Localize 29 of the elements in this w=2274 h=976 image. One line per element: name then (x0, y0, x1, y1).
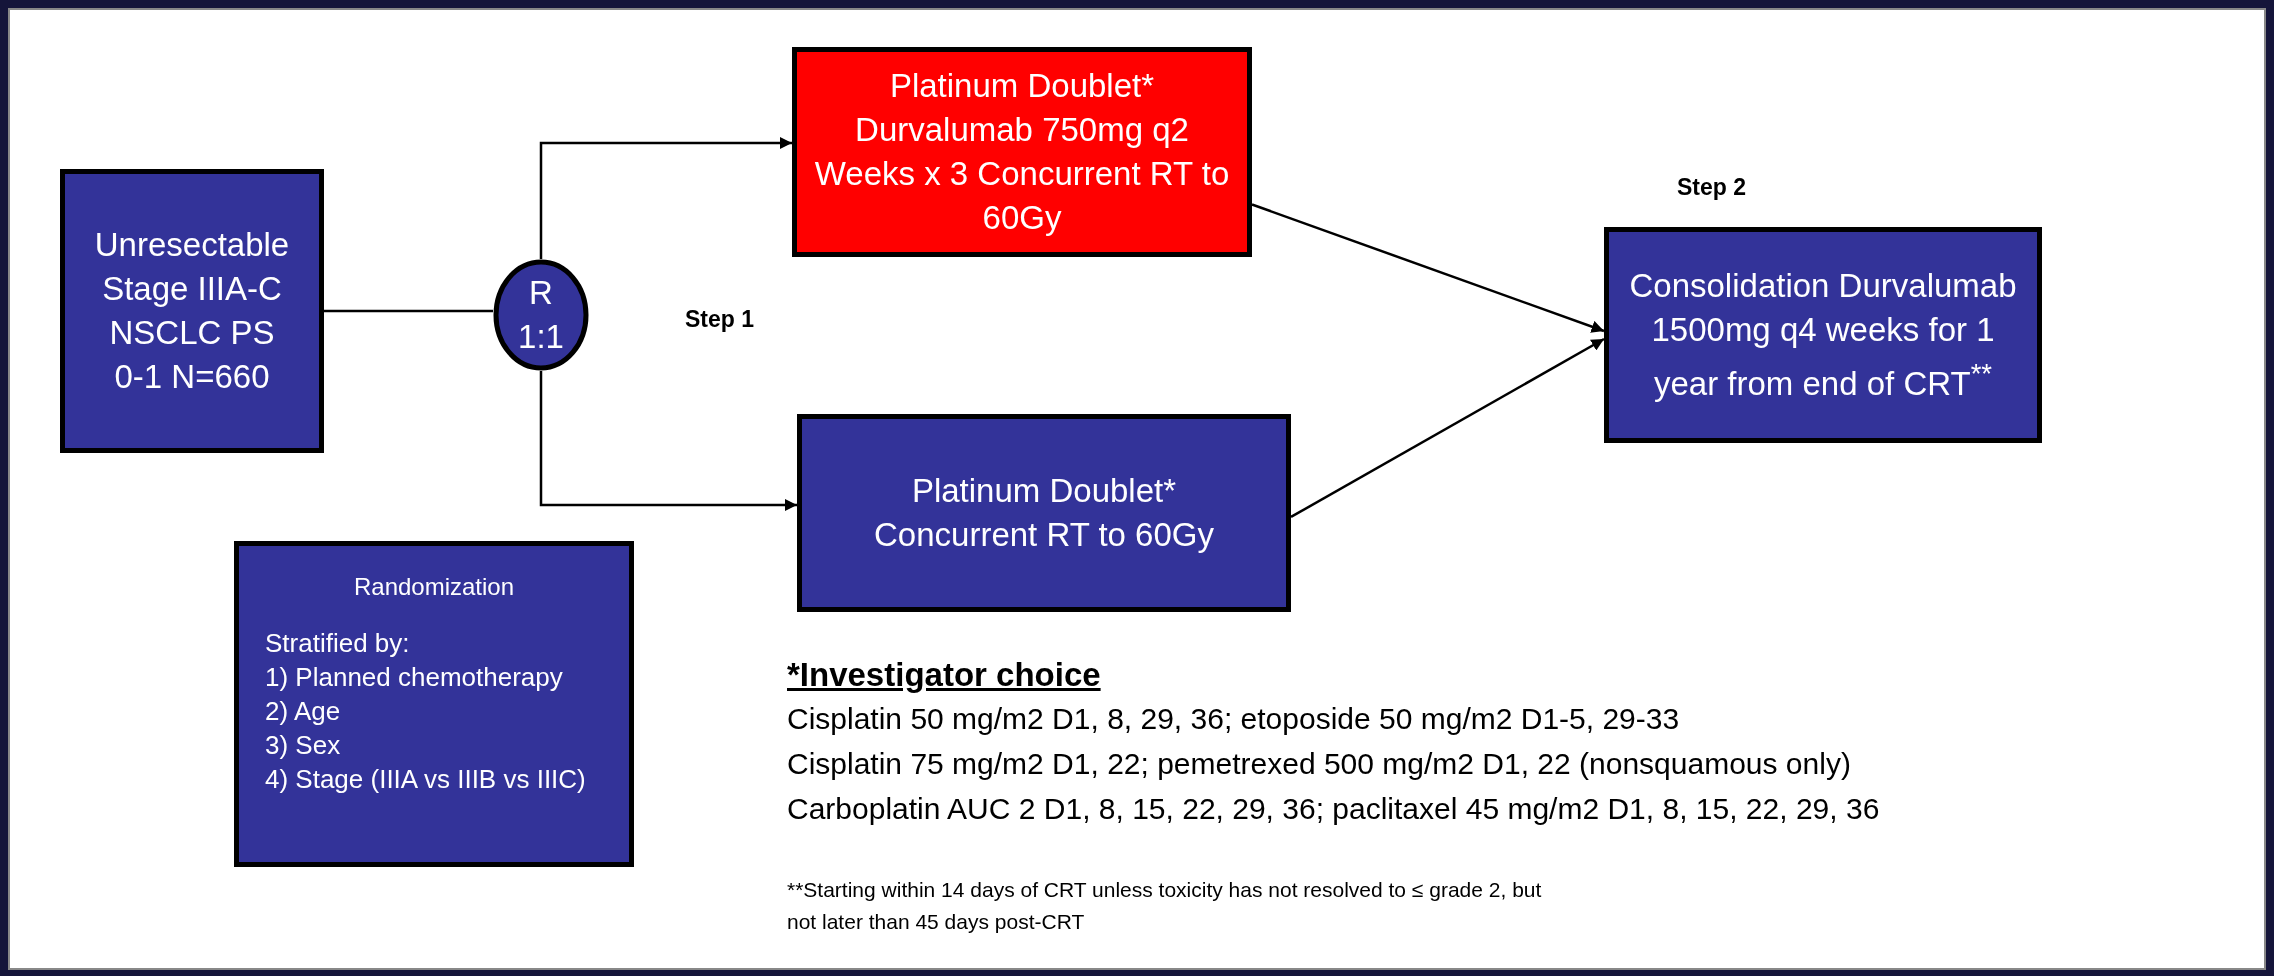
list-item: 2) Age (265, 695, 341, 728)
regimen-text: Cisplatin 75 mg/m2 D1, 22; pemetrexed 500 mg/m2 D1, 22 (nonsquamous only) (787, 746, 1851, 782)
list-item: 4) Stage (IIIA vs IIIB vs IIIC) (265, 763, 586, 796)
connector-line (324, 309, 493, 313)
stratification-box (234, 541, 634, 867)
footnote-text: **Starting within 14 days of CRT unless toxicity has not resolved to ≤ grade 2, but not later than 45 days post-CRT (787, 877, 1543, 935)
node-text: Consolidation Durvalumab 1500mg q4 weeks for 1 year from end of CRT$^{**}$ (1628, 266, 2018, 404)
consolidation-box (1604, 227, 2042, 443)
node-text: R 1:1 (517, 273, 565, 357)
patient-box (60, 169, 324, 453)
arrow (1251, 203, 1605, 333)
randomization-circle (493, 259, 589, 371)
treatment-box (797, 414, 1291, 612)
box-text: Stratified by: (265, 627, 410, 660)
node-text: Platinum Doublet* Concurrent RT to 60Gy (873, 471, 1215, 555)
step-label: Step 1 (685, 305, 755, 334)
step-label: Step 2 (1677, 173, 1747, 202)
arrow (1290, 337, 1605, 519)
list-item: 1) Planned chemotherapy (265, 661, 563, 694)
node-text: Platinum Doublet* Durvalumab 750mg q2 Weeks x 3 Concurrent RT to 60Gy (813, 66, 1231, 238)
list-item: 3) Sex (265, 729, 341, 762)
regimen-text: Carboplatin AUC 2 D1, 8, 15, 22, 29, 36; paclitaxel 45 mg/m2 D1, 8, 15, 22, 29, 36 (787, 791, 1880, 827)
arrow (539, 136, 792, 259)
treatment-box (792, 47, 1252, 257)
regimen-text: Cisplatin 50 mg/m2 D1, 8, 29, 36; etoposide 50 mg/m2 D1-5, 29-33 (787, 701, 1680, 737)
arrow (539, 371, 797, 512)
footnote-heading: *Investigator choice (787, 655, 1101, 695)
box-heading: Randomization (353, 572, 515, 602)
node-text: Unresectable Stage IIIA-C NSCLC PS 0-1 N=660 (93, 225, 291, 397)
